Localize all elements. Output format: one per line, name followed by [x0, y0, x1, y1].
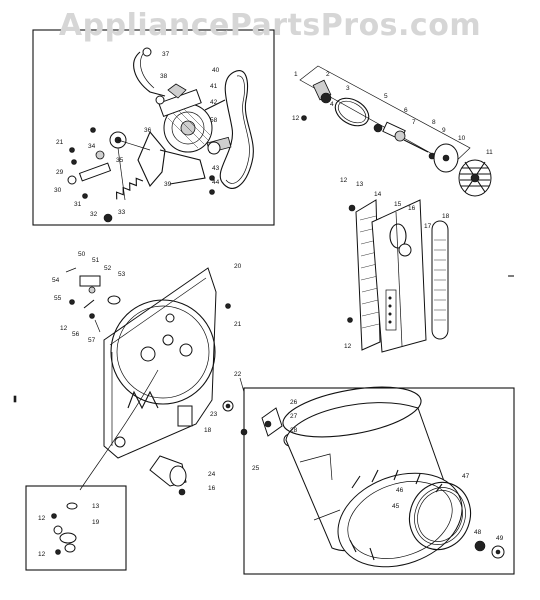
- motor-callouts: 37 38 40 41 42 58 36 35 34 21 29 30 31 3…: [54, 51, 220, 218]
- callout-37: 37: [162, 51, 170, 58]
- callout-34: 34: [88, 143, 96, 150]
- motor-assembly-group: 37 38 40 41 42 58 36 35 34 21 29 30 31 3…: [32, 29, 275, 226]
- callout-9: 9: [442, 127, 446, 134]
- callout-31: 31: [74, 201, 82, 208]
- callout-36: 36: [144, 127, 152, 134]
- callout-43: 43: [212, 165, 220, 172]
- callout-46: 46: [396, 487, 404, 494]
- callout-18b: 18: [204, 427, 212, 434]
- callout-51: 51: [92, 257, 100, 264]
- blower-callouts: 1 2 3 4 5 6 7 8 9 10 11 12: [292, 71, 493, 156]
- callout-27: 27: [290, 413, 298, 420]
- callout-22: 22: [234, 371, 242, 378]
- callout-17: 17: [424, 223, 432, 230]
- callout-13: 13: [356, 181, 364, 188]
- callout-3: 3: [346, 85, 350, 92]
- callout-54: 54: [52, 277, 60, 284]
- callout-23: 23: [210, 411, 218, 418]
- callout-28: 28: [290, 427, 298, 434]
- callout-8: 8: [432, 119, 436, 126]
- duct-callouts: 12 13 14 15 16 17 18 12: [340, 177, 450, 350]
- callout-41: 41: [210, 83, 218, 90]
- motor-bracket: [137, 130, 166, 188]
- callout-10: 10: [458, 135, 466, 142]
- callout-29: 29: [56, 169, 64, 176]
- callout-16b: 16: [208, 485, 216, 492]
- door-opening: [110, 299, 216, 405]
- idler-spring: [115, 177, 144, 200]
- callout-48: 48: [474, 529, 482, 536]
- panel-callouts: 20 50 51 52 53 54 55 12 56 57 21 23 18 2…: [52, 251, 242, 492]
- callout-12d: 12: [60, 325, 68, 332]
- callout-56: 56: [72, 331, 80, 338]
- drum-assembly-group: 22 26 27 28 25 46 47 45 48 49: [234, 371, 515, 575]
- blower-wheel: [458, 159, 492, 197]
- callout-49: 49: [496, 535, 504, 542]
- inset-part-19: [59, 532, 77, 544]
- callout-42: 42: [210, 99, 218, 106]
- callout-55: 55: [54, 295, 62, 302]
- inset-box-frame: [25, 485, 127, 571]
- callout-38: 38: [160, 73, 168, 80]
- callout-12: 12: [292, 115, 300, 122]
- callout-18: 18: [442, 213, 450, 220]
- callout-39: 39: [164, 181, 172, 188]
- callout-58: 58: [210, 117, 218, 124]
- callout-21: 21: [56, 139, 64, 146]
- drum-box-frame: [243, 387, 515, 575]
- callout-12c: 12: [344, 343, 352, 350]
- callout-13b: 13: [92, 503, 100, 510]
- callout-16: 16: [408, 205, 416, 212]
- blower-gasket: [334, 97, 370, 127]
- inset-callouts: 12 13 19 12: [38, 503, 100, 558]
- callout-25: 25: [252, 465, 260, 472]
- callout-30: 30: [54, 187, 62, 194]
- callout-45: 45: [392, 503, 400, 510]
- door-switch: [177, 405, 193, 427]
- inset-group: 12 13 19 12: [25, 485, 127, 571]
- callout-11: 11: [486, 149, 493, 156]
- callout-12b: 12: [340, 177, 348, 184]
- callout-24: 24: [208, 471, 216, 478]
- drive-belt: [219, 70, 254, 189]
- callout-44: 44: [212, 179, 220, 186]
- callout-14: 14: [374, 191, 382, 198]
- callout-2: 2: [326, 71, 330, 78]
- door-solenoid: [149, 455, 187, 496]
- callout-57: 57: [88, 337, 96, 344]
- callout-52: 52: [104, 265, 112, 272]
- callout-12f: 12: [38, 551, 46, 558]
- callout-5: 5: [384, 93, 388, 100]
- blower-assembly-group: 1 2 3 4 5 6 7 8 9 10 11 12: [292, 65, 493, 197]
- callout-47: 47: [462, 473, 470, 480]
- callout-21b: 21: [234, 321, 242, 328]
- drum-callouts: 22 26 27 28 25 46 47 45 48 49: [234, 371, 504, 542]
- callout-15: 15: [394, 201, 402, 208]
- callout-33: 33: [118, 209, 126, 216]
- callout-7: 7: [412, 119, 416, 126]
- duct-assembly-group: 12 13 14 15 16 17 18 12: [340, 177, 450, 353]
- callout-20: 20: [234, 263, 242, 270]
- callout-4: 4: [330, 101, 334, 108]
- idler-belt: [133, 51, 166, 97]
- callout-26: 26: [290, 399, 298, 406]
- callout-35: 35: [116, 157, 124, 164]
- callout-1: 1: [294, 71, 298, 78]
- motor-box-frame: [32, 29, 275, 226]
- drum: [282, 386, 463, 568]
- callout-50: 50: [78, 251, 86, 258]
- callout-19: 19: [92, 519, 100, 526]
- callout-32: 32: [90, 211, 98, 218]
- front-panel-group: 20 50 51 52 53 54 55 12 56 57 21 23 18 2…: [52, 251, 242, 496]
- callout-6: 6: [404, 107, 408, 114]
- callout-12e: 12: [38, 515, 46, 522]
- callout-40: 40: [212, 67, 220, 74]
- drum-seal: [408, 481, 472, 551]
- callout-53: 53: [118, 271, 126, 278]
